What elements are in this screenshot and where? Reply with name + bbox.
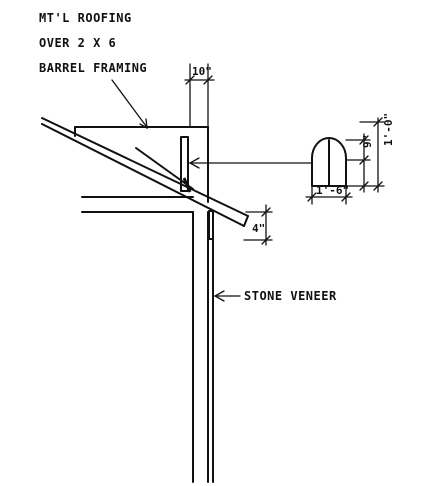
roofing-label-line3: BARREL FRAMING (39, 61, 147, 75)
detail-width-tick-left (307, 192, 317, 202)
top-dim-tick-left (185, 75, 195, 85)
detail-total-tick-top (373, 117, 383, 127)
overhang-tick-bottom (261, 235, 271, 245)
roofing-leader (111, 79, 147, 127)
overhang-dimension-label: 4" (252, 222, 265, 235)
barrel-frame-section (180, 136, 189, 192)
stone-veneer-label: STONE VENEER (244, 289, 337, 303)
detail-width-label: 1'-6" (316, 184, 349, 197)
top-dim-tick-right (203, 75, 213, 85)
roofing-label-line2: OVER 2 X 6 (39, 36, 116, 50)
rafter-bottom-line (41, 123, 245, 227)
detail-width-tick-right (341, 192, 351, 202)
overhang-tick-top (261, 207, 271, 217)
veneer-cap (208, 210, 214, 240)
detail-height-tick-top (359, 135, 369, 145)
inner-roof-line (135, 147, 194, 190)
top-dimension-label: 10" (192, 65, 212, 78)
detail-total-tick-bottom (373, 181, 383, 191)
frame-bottom (182, 177, 192, 193)
detail-arrowhead (188, 157, 200, 169)
detail-total-height-label: 1'-0" (382, 113, 395, 146)
detail-height-label: 9" (361, 135, 374, 148)
roofing-label-line1: MT'L ROOFING (39, 11, 132, 25)
stone-veneer-arrowhead (213, 290, 225, 302)
barrel-profile (311, 137, 347, 187)
rafter-end-line (243, 215, 249, 227)
detail-height-tick-bottom (359, 181, 369, 191)
detail-height-tick-mid (359, 155, 369, 165)
rafter-top-line (41, 117, 249, 217)
